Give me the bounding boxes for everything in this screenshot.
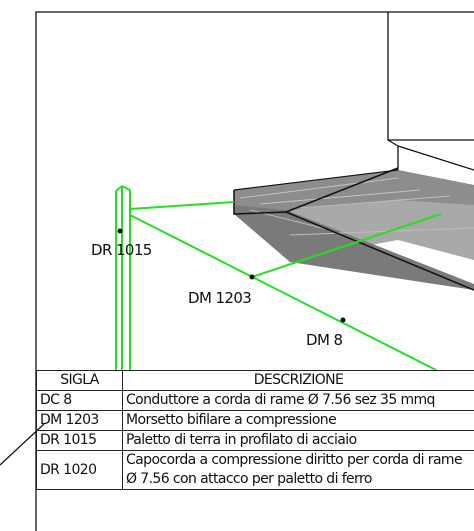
label-dm8: DM 8 — [306, 331, 342, 349]
legend-description: Conduttore a corda di rame Ø 7.56 sez 35… — [122, 390, 474, 411]
legend-description: Capocorda a compressione diritto per cor… — [122, 450, 474, 490]
table-row: DR 1020 Capocorda a compressione diritto… — [36, 450, 474, 490]
base-plate — [233, 167, 474, 291]
label-dr1015: DR 1015 — [91, 241, 152, 259]
label-dm1203: DM 1203 — [188, 289, 251, 307]
legend-header-code: SIGLA — [36, 370, 123, 391]
cabinet-top-edge — [397, 145, 474, 171]
connection-point — [340, 317, 346, 323]
legend-code: DM 1203 — [36, 410, 123, 431]
legend-code: DR 1015 — [36, 430, 123, 451]
legend-header-description: DESCRIZIONE — [122, 370, 474, 391]
legend-code: DC 8 — [36, 390, 123, 411]
table-row: DM 1203 Morsetto bifilare a compressione — [36, 410, 474, 431]
table-row: DR 1015 Paletto di terra in profilato di… — [36, 430, 474, 451]
legend-description: Morsetto bifilare a compressione — [122, 410, 474, 431]
conductor-wires — [129, 201, 442, 371]
legend-description: Paletto di terra in profilato di acciaio — [122, 430, 474, 451]
connection-point — [249, 274, 255, 280]
cabinet-outline — [387, 12, 474, 141]
legend-code: DR 1020 — [36, 450, 123, 490]
legend-table: SIGLA DESCRIZIONE DC 8 Conduttore a cord… — [36, 370, 474, 490]
legend-header-row: SIGLA DESCRIZIONE — [36, 370, 474, 391]
connection-point — [117, 228, 123, 234]
table-row: DC 8 Conduttore a corda di rame Ø 7.56 s… — [36, 390, 474, 411]
cabinet-edge — [387, 139, 399, 147]
earth-rod — [115, 185, 131, 370]
drawing-frame — [35, 11, 474, 531]
